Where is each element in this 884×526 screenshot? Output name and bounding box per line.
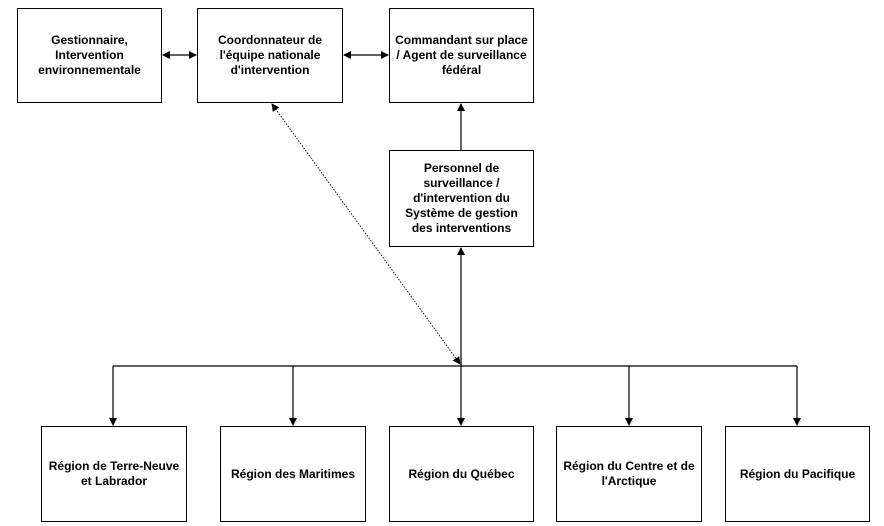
on-scene-commander-label: Commandant sur place / Agent de surveill… <box>395 33 528 77</box>
region-label: Région des Maritimes <box>230 466 356 481</box>
region-label: Région du Centre et de l'Arctique <box>563 459 695 488</box>
region-label: Région du Pacifique <box>739 466 856 481</box>
on-scene-commander-box: Commandant sur place / Agent de surveill… <box>389 8 534 103</box>
coordinator-box: Coordonnateur de l'équipe nationale d'in… <box>197 8 343 103</box>
manager-label: Gestionnaire, Intervention environnement… <box>38 33 141 77</box>
personnel-box: Personnel de surveillance / d'interventi… <box>389 150 534 247</box>
region-label: Région du Québec <box>408 466 515 481</box>
manager-box: Gestionnaire, Intervention environnement… <box>17 8 162 103</box>
region-box-pacific: Région du Pacifique <box>725 426 870 522</box>
region-label: Région de Terre-Neuve et Labrador <box>48 459 180 488</box>
region-box-quebec: Région du Québec <box>389 426 534 522</box>
personnel-label: Personnel de surveillance / d'interventi… <box>405 161 518 235</box>
region-box-central-arctic: Région du Centre et de l'Arctique <box>556 426 702 522</box>
dotted-arrow-coordinator-junction <box>271 103 461 365</box>
region-box-maritimes: Région des Maritimes <box>220 426 366 522</box>
region-box-newfoundland: Région de Terre-Neuve et Labrador <box>41 426 187 522</box>
coordinator-label: Coordonnateur de l'équipe nationale d'in… <box>218 33 322 77</box>
